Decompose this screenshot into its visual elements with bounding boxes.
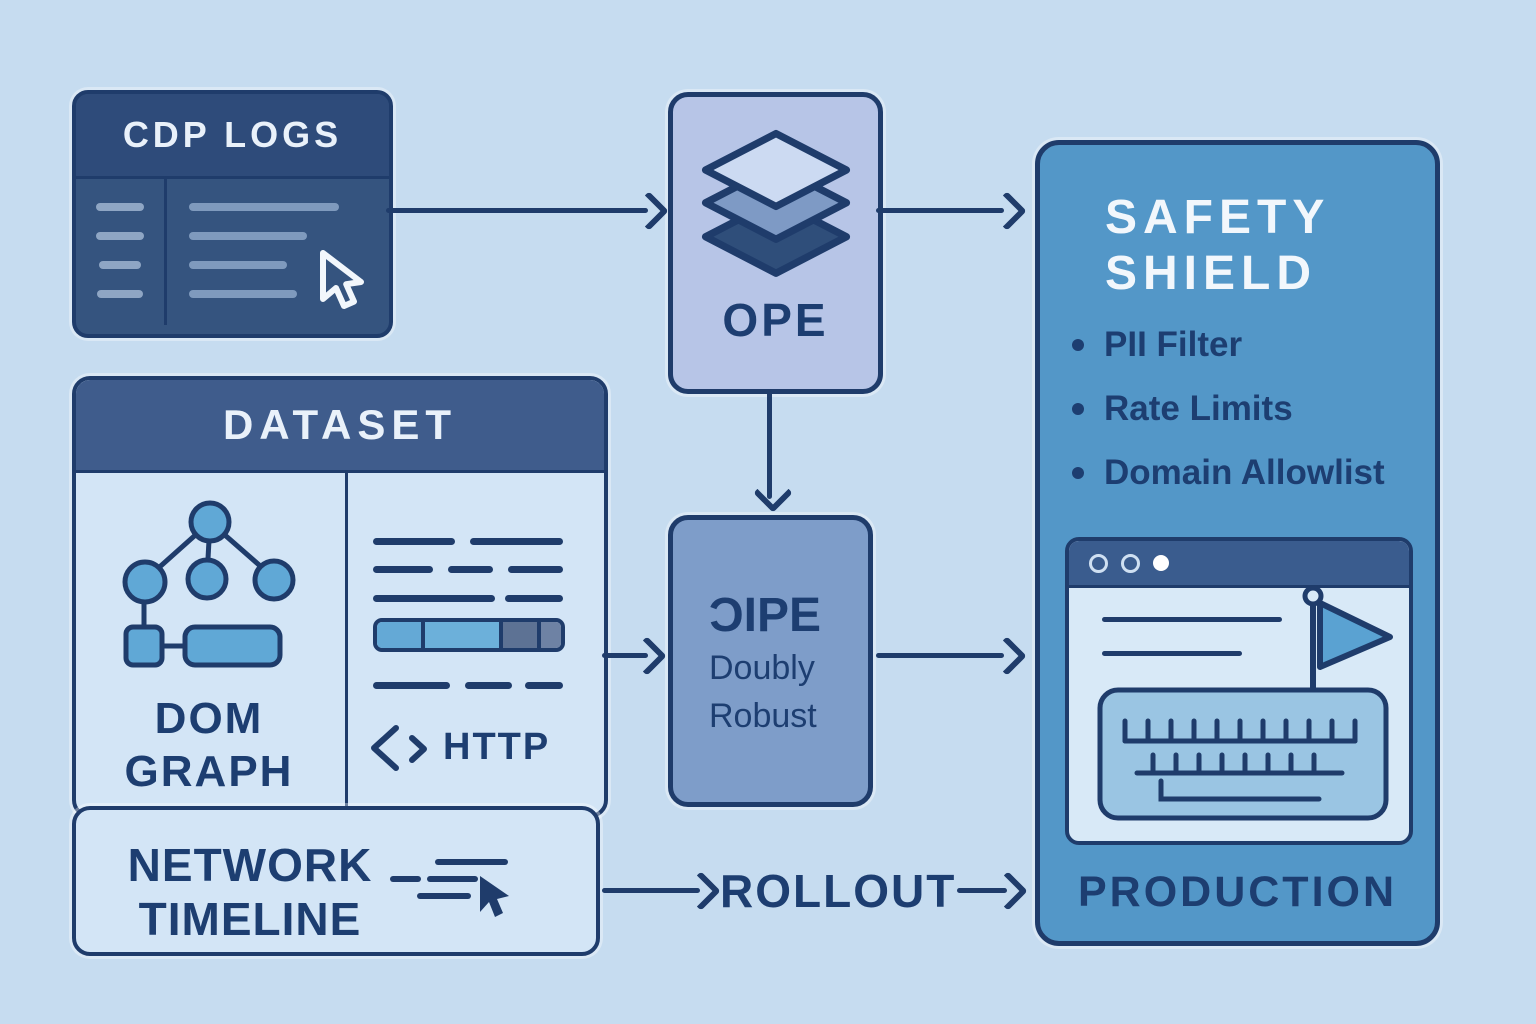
doubly-robust-ope-box: ƆIPE Doubly Robust — [668, 515, 873, 807]
dom-graph-label-line2: GRAPH — [124, 747, 294, 796]
cdp-log-lines — [167, 179, 389, 325]
cursor-icon — [320, 250, 364, 309]
bar-segment — [377, 622, 421, 648]
safety-shield-title-line2: SHIELD — [1105, 247, 1318, 300]
browser-window — [1065, 537, 1413, 845]
cdp-logs-header: CDP LOGS — [76, 94, 389, 179]
list-line — [96, 203, 144, 211]
bullet-item: Domain Allowlist — [1072, 453, 1385, 493]
dr-ope-subtitle-2: Robust — [709, 697, 817, 735]
bar-segment — [421, 622, 499, 648]
log-line — [189, 290, 297, 298]
bullet-label: PII Filter — [1104, 325, 1243, 364]
speed-cursor-icon — [390, 859, 509, 917]
dr-ope-subtitle-1: Doubly — [709, 649, 815, 687]
dom-graph-label: DOM GRAPH — [76, 692, 342, 798]
segmented-progress-bar — [373, 618, 565, 652]
log-line — [189, 203, 339, 211]
network-timeline-box — [72, 806, 600, 956]
cdp-logs-body — [76, 179, 389, 325]
code-brackets-icon — [371, 725, 427, 771]
log-line — [189, 261, 287, 269]
bar-segment — [499, 622, 537, 648]
window-dot-icon — [1089, 553, 1108, 573]
content-line — [1102, 651, 1242, 656]
bullet-label: Rate Limits — [1104, 389, 1293, 428]
bar-segment — [537, 622, 561, 648]
bullet-dot — [1072, 339, 1084, 351]
log-line — [189, 232, 307, 240]
bullet-label: Domain Allowlist — [1104, 453, 1385, 492]
network-timeline-label: NETWORK TIMELINE — [95, 838, 405, 946]
list-line — [97, 290, 143, 298]
cdp-logs-title: CDP LOGS — [122, 114, 343, 155]
list-line — [99, 261, 141, 269]
http-label: HTTP — [443, 726, 551, 768]
dataset-column-divider — [345, 470, 348, 808]
production-label: PRODUCTION — [1077, 868, 1398, 916]
ope-box: OPE — [668, 92, 883, 394]
dr-ope-title: ƆIPE — [709, 589, 822, 642]
window-dot-icon — [1153, 555, 1169, 571]
network-timeline-label-line2: TIMELINE — [138, 893, 362, 945]
ope-label: OPE — [722, 294, 829, 346]
safety-shield-title-line1: SAFETY — [1105, 191, 1331, 244]
network-timeline-label-line1: NETWORK — [127, 839, 373, 891]
dom-graph-label-line1: DOM — [154, 694, 264, 743]
bullet-dot — [1072, 403, 1084, 415]
cdp-sidebar-lines — [76, 179, 167, 325]
bullet-item: Rate Limits — [1072, 389, 1385, 429]
bullet-dot — [1072, 467, 1084, 479]
flag-icon — [1302, 585, 1393, 692]
safety-shield-bullet-list: PII Filter Rate Limits Domain Allowlist — [1072, 325, 1385, 493]
browser-titlebar — [1069, 541, 1409, 588]
dataset-title: DATASET — [222, 401, 458, 448]
layers-icon — [701, 129, 850, 277]
tree-icon — [122, 500, 296, 668]
cdp-logs-box: CDP LOGS — [72, 90, 393, 338]
dataset-header: DATASET — [76, 380, 604, 473]
rollout-label: ROLLOUT — [720, 865, 957, 917]
content-line — [1102, 617, 1282, 622]
keyboard-icon — [1097, 687, 1389, 821]
list-line — [96, 232, 144, 240]
bullet-item: PII Filter — [1072, 325, 1385, 365]
window-dot-icon — [1121, 553, 1140, 573]
safety-shield-title: SAFETY SHIELD — [1105, 190, 1330, 302]
